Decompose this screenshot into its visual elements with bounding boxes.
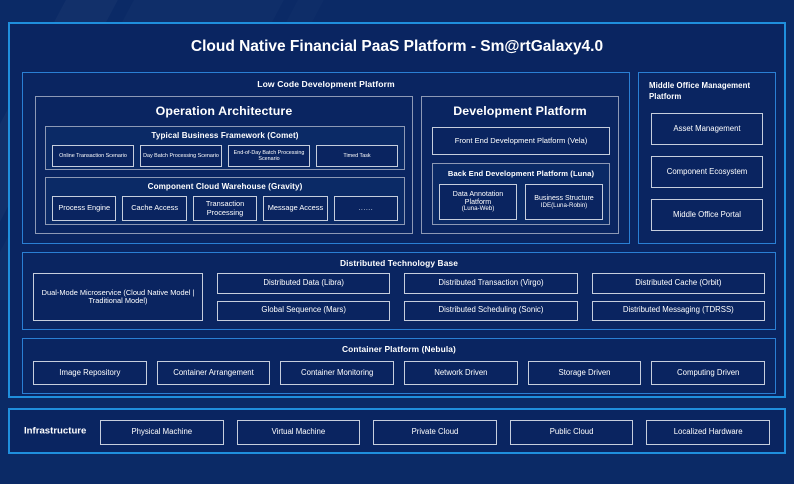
low-code-platform-title: Low Code Development Platform bbox=[257, 79, 395, 89]
back-end-development-platform-title: Back End Development Platform (Luna) bbox=[447, 169, 595, 178]
component-cloud-warehouse-title: Component Cloud Warehouse (Gravity) bbox=[147, 182, 303, 191]
middle-office-management-platform-panel[interactable]: Middle Office Management Platform Asset … bbox=[638, 72, 776, 244]
operation-architecture-title: Operation Architecture bbox=[155, 104, 293, 118]
tile-data-annotation-platform[interactable]: Data Annotation Platform (Luna-Web) bbox=[439, 184, 517, 220]
tile-middle-office-portal[interactable]: Middle Office Portal bbox=[651, 199, 763, 231]
tile-component-ecosystem[interactable]: Component Ecosystem bbox=[651, 156, 763, 188]
tile-front-end-development-platform[interactable]: Front End Development Platform (Vela) bbox=[432, 127, 610, 155]
tile-private-cloud[interactable]: Private Cloud bbox=[373, 420, 497, 445]
tile-network-driven[interactable]: Network Driven bbox=[404, 361, 518, 385]
distributed-technology-base-panel[interactable]: Distributed Technology Base Dual-Mode Mi… bbox=[22, 252, 776, 330]
tile-business-structure-ide[interactable]: Business Structure IDE(Luna-Robin) bbox=[525, 184, 603, 220]
tile-cache-access[interactable]: Cache Access bbox=[122, 196, 187, 221]
container-platform-items: Image Repository Container Arrangement C… bbox=[33, 361, 766, 385]
tile-more-ellipsis[interactable]: ...... bbox=[333, 196, 399, 221]
middle-office-title: Middle Office Management Platform bbox=[649, 81, 751, 101]
back-end-items: Data Annotation Platform (Luna-Web) Busi… bbox=[439, 184, 603, 220]
distributed-column-3: Distributed Cache (Orbit) Distributed Me… bbox=[591, 273, 765, 321]
tile-storage-driven[interactable]: Storage Driven bbox=[527, 361, 642, 385]
tile-distributed-data-libra[interactable]: Distributed Data (Libra) bbox=[217, 273, 391, 294]
tile-data-annotation-platform-label: Data Annotation Platform bbox=[452, 189, 504, 206]
development-platform-title: Development Platform bbox=[453, 104, 587, 118]
container-platform-title: Container Platform (Nebula) bbox=[342, 344, 456, 354]
tile-distributed-messaging-tdrss[interactable]: Distributed Messaging (TDRSS) bbox=[591, 300, 765, 321]
tile-end-of-day-batch-processing-scenario[interactable]: End-of-Day Batch Processing Scenario bbox=[228, 145, 310, 167]
tile-message-access[interactable]: Message Access bbox=[263, 196, 328, 221]
container-platform-panel[interactable]: Container Platform (Nebula) Image Reposi… bbox=[22, 338, 776, 394]
tile-public-cloud[interactable]: Public Cloud bbox=[509, 420, 634, 445]
tile-business-structure-ide-sublabel: IDE(Luna-Robin) bbox=[540, 201, 588, 209]
component-cloud-warehouse-panel[interactable]: Component Cloud Warehouse (Gravity) Proc… bbox=[45, 177, 405, 225]
tile-distributed-scheduling-sonic[interactable]: Distributed Scheduling (Sonic) bbox=[404, 300, 578, 321]
tile-business-structure-ide-label: Business Structure bbox=[534, 193, 594, 202]
distributed-technology-base-items: Dual-Mode Microservice (Cloud Native Mod… bbox=[33, 273, 765, 321]
tile-image-repository[interactable]: Image Repository bbox=[33, 361, 147, 385]
tile-distributed-transaction-virgo[interactable]: Distributed Transaction (Virgo) bbox=[404, 273, 578, 294]
component-cloud-warehouse-items: Process Engine Cache Access Transaction … bbox=[52, 196, 399, 221]
tile-computing-driven[interactable]: Computing Driven bbox=[651, 361, 766, 385]
distributed-technology-base-title: Distributed Technology Base bbox=[340, 258, 458, 268]
typical-business-framework-items: Online Transaction Scenario Day Batch Pr… bbox=[52, 145, 398, 167]
tile-timed-task[interactable]: Timed Task bbox=[316, 145, 398, 167]
page-title: Cloud Native Financial PaaS Platform - S… bbox=[190, 38, 604, 55]
tile-dual-mode-microservice[interactable]: Dual-Mode Microservice (Cloud Native Mod… bbox=[33, 273, 203, 321]
tile-online-transaction-scenario[interactable]: Online Transaction Scenario bbox=[52, 145, 134, 167]
middle-office-items: Asset Management Component Ecosystem Mid… bbox=[651, 113, 763, 231]
tile-process-engine[interactable]: Process Engine bbox=[52, 196, 117, 221]
low-code-development-platform-panel[interactable]: Low Code Development Platform Operation … bbox=[22, 72, 630, 244]
platform-frame: Cloud Native Financial PaaS Platform - S… bbox=[8, 22, 786, 398]
tile-transaction-processing[interactable]: Transaction Processing bbox=[192, 196, 258, 221]
typical-business-framework-panel[interactable]: Typical Business Framework (Comet) Onlin… bbox=[45, 126, 405, 170]
tile-asset-management[interactable]: Asset Management bbox=[651, 113, 763, 145]
tile-container-monitoring[interactable]: Container Monitoring bbox=[280, 361, 395, 385]
tile-global-sequence-mars[interactable]: Global Sequence (Mars) bbox=[217, 300, 391, 321]
back-end-development-platform-panel[interactable]: Back End Development Platform (Luna) Dat… bbox=[432, 163, 610, 225]
operation-architecture-panel[interactable]: Operation Architecture Typical Business … bbox=[35, 96, 413, 234]
tile-data-annotation-platform-sublabel: (Luna-Web) bbox=[461, 205, 495, 213]
tile-virtual-machine[interactable]: Virtual Machine bbox=[236, 420, 361, 445]
tile-physical-machine[interactable]: Physical Machine bbox=[100, 420, 224, 445]
tile-distributed-cache-orbit[interactable]: Distributed Cache (Orbit) bbox=[591, 273, 765, 294]
tile-day-batch-processing-scenario[interactable]: Day Batch Processing Scenario bbox=[140, 145, 222, 167]
development-platform-panel[interactable]: Development Platform Front End Developme… bbox=[421, 96, 619, 234]
typical-business-framework-title: Typical Business Framework (Comet) bbox=[151, 131, 299, 140]
distributed-column-2: Distributed Transaction (Virgo) Distribu… bbox=[404, 273, 578, 321]
infrastructure-items: Physical Machine Virtual Machine Private… bbox=[100, 420, 770, 445]
tile-localized-hardware[interactable]: Localized Hardware bbox=[646, 420, 770, 445]
infrastructure-label: Infrastructure bbox=[24, 425, 87, 437]
tile-container-arrangement[interactable]: Container Arrangement bbox=[156, 361, 271, 385]
infrastructure-panel[interactable]: Infrastructure Physical Machine Virtual … bbox=[8, 408, 786, 454]
distributed-column-1: Distributed Data (Libra) Global Sequence… bbox=[217, 273, 391, 321]
